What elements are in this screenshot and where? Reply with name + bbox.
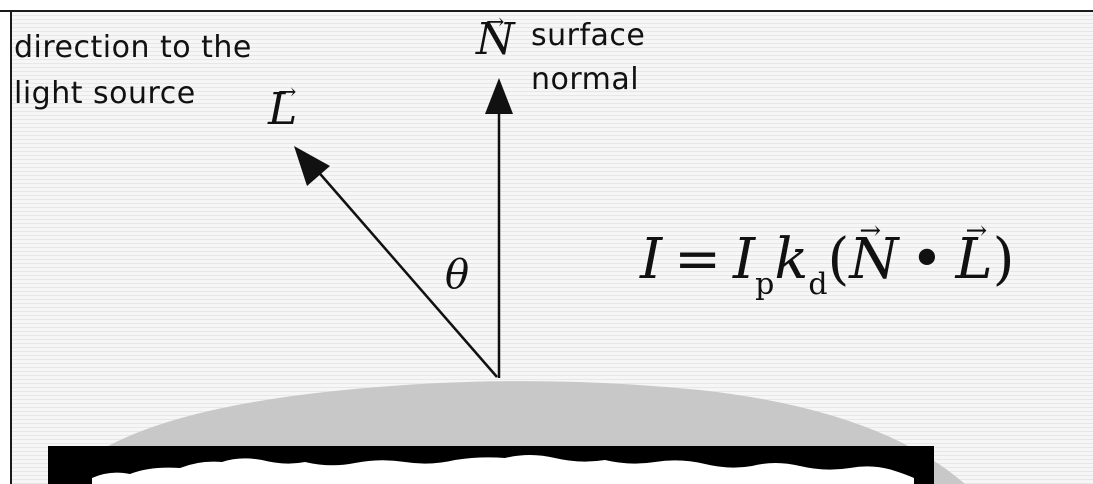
lambert-equation: I = I p k d ( N → • L → ): [640, 218, 1015, 300]
equation-kd-subscript: d: [808, 267, 828, 302]
vector-L-arrow-mark: →: [278, 80, 297, 105]
vector-N-symbol: N →: [476, 12, 515, 62]
equation-N-letter: N: [849, 227, 899, 292]
equation-open-paren: (: [827, 227, 850, 292]
surface-normal-label-line2: normal: [531, 62, 640, 97]
equation-equals: =: [674, 227, 722, 292]
equation-Ip-subscript: p: [755, 267, 775, 302]
frame-top-margin: [0, 0, 1093, 10]
vector-L-letter: L: [268, 84, 298, 135]
material-cutout: [92, 455, 914, 484]
light-arrow-shaft: [314, 167, 498, 378]
vector-N-letter: N: [476, 14, 515, 65]
light-direction-label-line2: light source: [14, 76, 196, 111]
angle-theta-label: θ: [445, 252, 470, 298]
equation-I: I: [640, 227, 663, 292]
vector-L-symbol: L →: [268, 82, 297, 132]
equation-kd-base: k: [774, 227, 809, 292]
frame-left-border: [10, 10, 12, 484]
light-arrowhead: [294, 146, 330, 186]
surface-normal-label-line1: surface: [531, 18, 646, 53]
equation-L-letter: L: [955, 227, 993, 292]
vector-N-arrow-mark: →: [486, 10, 505, 35]
frame-top-border: [0, 10, 1093, 12]
frame-left-margin: [0, 0, 10, 484]
equation-vector-L: L →: [955, 218, 992, 288]
equation-N-arrow-mark: →: [859, 216, 882, 246]
equation-vector-N: N →: [849, 218, 898, 288]
light-direction-label-line1: direction to the: [14, 30, 252, 65]
equation-close-paren: ): [992, 227, 1015, 292]
equation-L-arrow-mark: →: [965, 216, 988, 246]
equation-Ip-base: I: [733, 227, 756, 292]
normal-arrowhead: [485, 78, 513, 114]
equation-dot-operator: •: [910, 227, 944, 292]
